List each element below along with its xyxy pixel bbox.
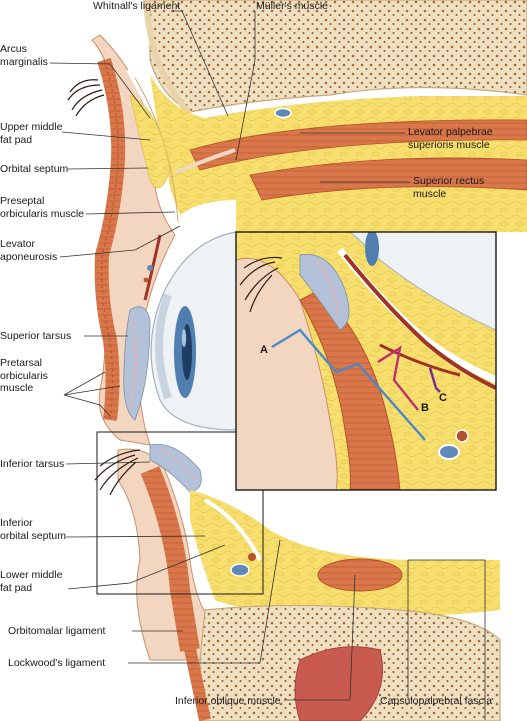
label-superior-rectus: Superior rectus muscle (413, 175, 485, 200)
lower-orbital-fat (190, 490, 500, 617)
orbital-roof-bone (149, 0, 527, 113)
upper-eyelashes (67, 79, 105, 117)
label-lower-middle-fat-pad: Lower middle fat pad (0, 569, 63, 594)
label-upper-middle-fat-pad: Upper middle fat pad (0, 121, 63, 146)
marker-c-label: C (439, 392, 447, 404)
label-inferior-orbital-septum: Inferior orbital septum (0, 517, 66, 542)
label-levator-palpebrae: Levator palpebrae superioris muscle (408, 126, 493, 151)
label-superior-tarsus: Superior tarsus (0, 330, 72, 342)
lower-eyelashes (94, 449, 141, 496)
marker-line-a (271, 328, 426, 441)
inset-frame (235, 231, 497, 491)
inferior-tarsus (149, 443, 202, 493)
marker-a-label: A (260, 344, 268, 356)
label-lockwoods-ligament: Lockwood's ligament (8, 657, 106, 669)
inferior-oblique-muscle (317, 558, 403, 592)
magnified-inset (236, 232, 496, 490)
label-levator-aponeurosis: Levator aponeurosis (0, 238, 58, 263)
leader-lines (49, 10, 486, 720)
marker-line-b (377, 345, 419, 411)
marker-b-label: B (421, 402, 429, 414)
superior-rectus-muscle (249, 157, 527, 201)
label-orbital-septum: Orbital septum (0, 163, 69, 175)
label-pretarsal-orbicularis: Pretarsal orbicularis muscle (0, 357, 48, 394)
marker-line-c (428, 367, 441, 393)
label-inferior-tarsus: Inferior tarsus (0, 458, 65, 470)
superior-tarsus (123, 306, 151, 421)
label-mullers-muscle: Müller's muscle (256, 0, 329, 12)
label-orbitomalar-ligament: Orbitomalar ligament (8, 625, 106, 637)
label-arcus-marginalis: Arcus marginalis (0, 43, 48, 68)
label-capsulopalpebral-fascia: Capsulopalpebral fascia (380, 695, 493, 707)
levator-palpebrae-muscle (189, 119, 527, 171)
upper-orbital-fat (150, 75, 527, 232)
label-whitnalls-ligament: Whitnall's ligament (93, 0, 181, 12)
label-preseptal-orbicularis: Preseptal orbicularis muscle (0, 195, 85, 220)
label-inferior-oblique: Inferior oblique muscle (175, 695, 281, 707)
